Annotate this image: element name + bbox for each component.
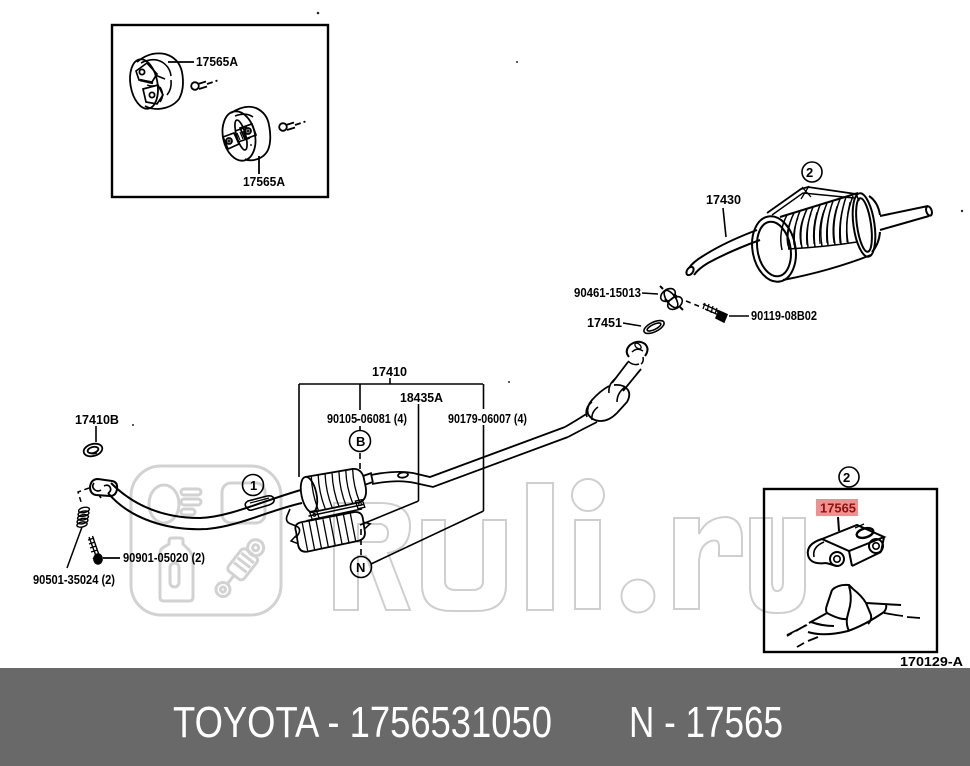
svg-text:90461-15013: 90461-15013 xyxy=(574,285,641,300)
svg-text:90501-35024 (2): 90501-35024 (2) xyxy=(33,572,115,587)
svg-text:18435A: 18435A xyxy=(400,390,444,405)
svg-text:TOYOTA - 1756531050: TOYOTA - 1756531050 xyxy=(173,698,552,747)
svg-text:17565A: 17565A xyxy=(196,54,239,69)
svg-text:B: B xyxy=(356,434,365,449)
svg-text:1: 1 xyxy=(250,478,257,493)
svg-text:2: 2 xyxy=(843,470,850,485)
svg-text:N - 17565: N - 17565 xyxy=(629,698,783,747)
svg-text:2: 2 xyxy=(806,165,813,180)
svg-text:90105-06081 (4): 90105-06081 (4) xyxy=(327,411,407,426)
svg-text:90119-08B02: 90119-08B02 xyxy=(751,308,817,323)
svg-text:17565A: 17565A xyxy=(243,174,286,189)
svg-text:17451: 17451 xyxy=(587,315,622,330)
svg-text:17430: 17430 xyxy=(706,192,741,207)
svg-text:N: N xyxy=(356,560,365,575)
svg-text:17565: 17565 xyxy=(820,501,856,516)
svg-text:90179-06007 (4): 90179-06007 (4) xyxy=(448,411,527,426)
svg-text:17410: 17410 xyxy=(372,364,407,379)
svg-text:170129-A: 170129-A xyxy=(900,654,964,669)
svg-text:17410B: 17410B xyxy=(75,412,119,427)
svg-text:90901-05020 (2): 90901-05020 (2) xyxy=(123,550,205,565)
